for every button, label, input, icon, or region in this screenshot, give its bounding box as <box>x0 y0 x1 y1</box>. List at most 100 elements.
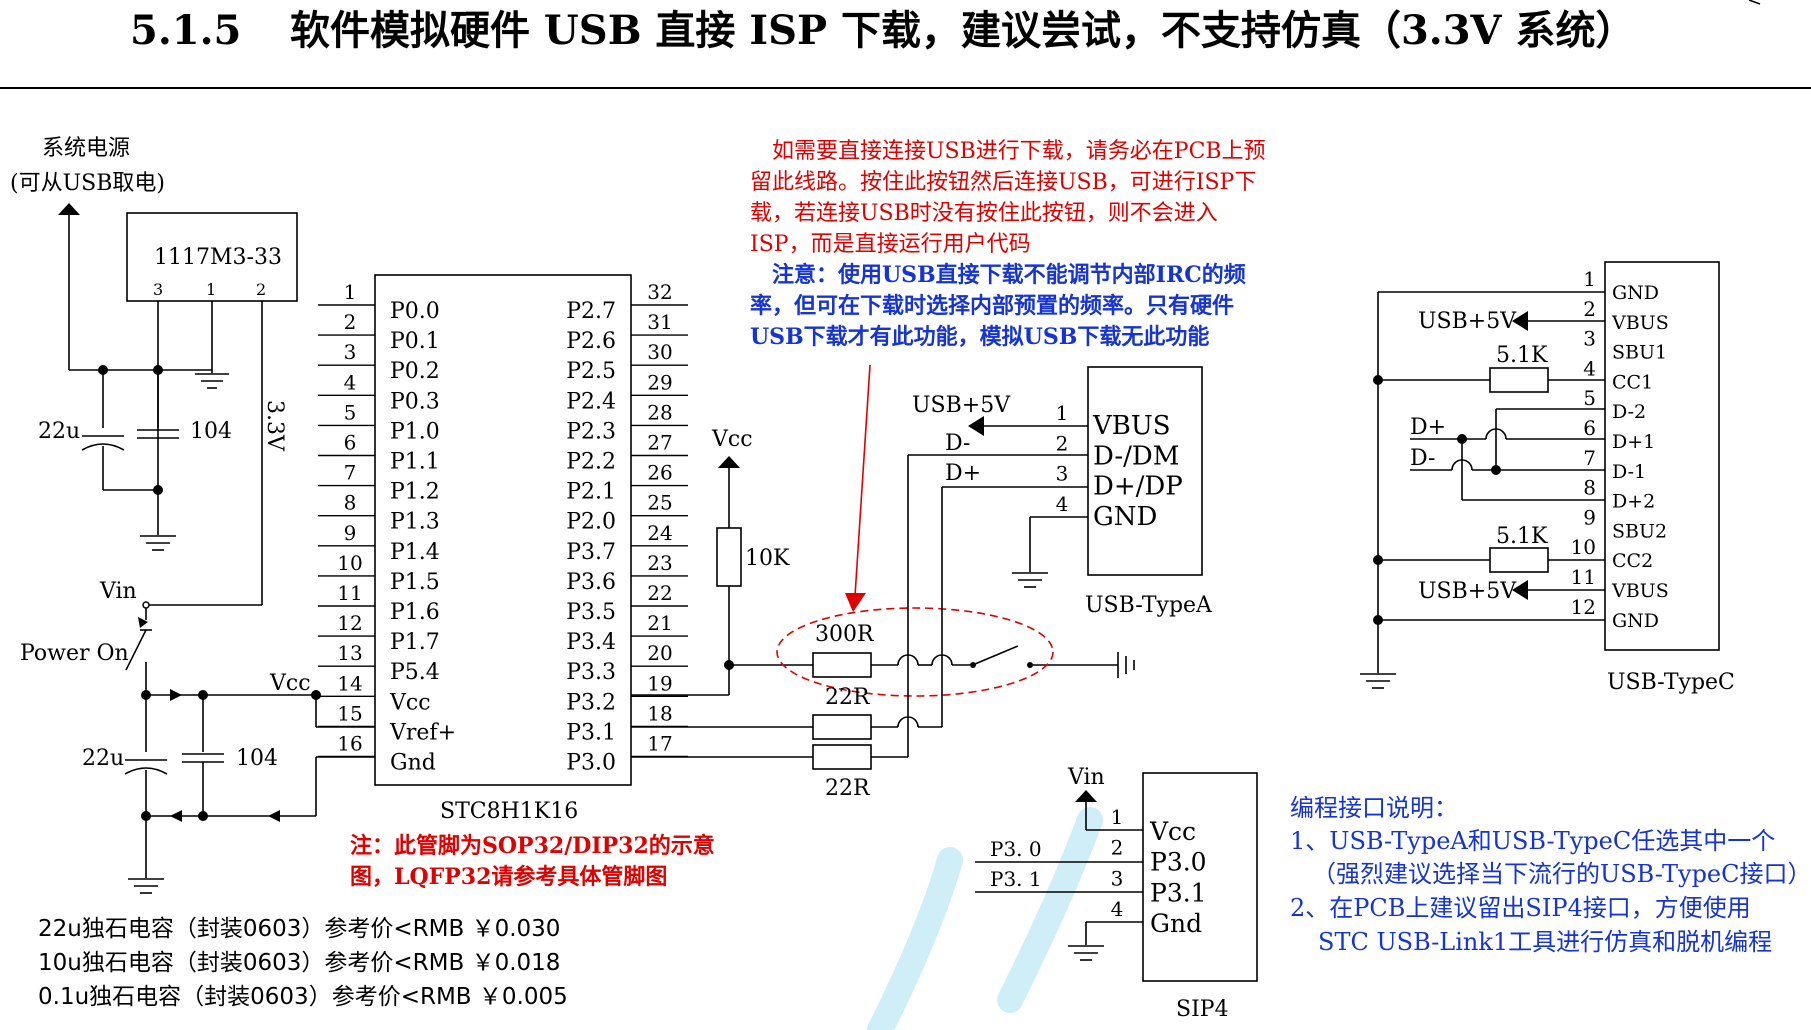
mcu-pin-number: 28 <box>647 400 672 424</box>
mcu-pin-number: 17 <box>647 732 672 756</box>
mcu-pin-number: 22 <box>647 581 672 605</box>
note-arrow-line <box>854 364 871 597</box>
resistor-22r-dm-label: 22R <box>825 685 871 710</box>
usb-typec-body <box>1604 261 1720 651</box>
ground-symbol-icon <box>195 373 229 389</box>
usb-typec-connector: 1GND2VBUS3SBU14CC15D-26D+17D-18D+29SBU21… <box>1360 261 1735 695</box>
cap2-104-label: 104 <box>236 746 278 771</box>
sip4-net-p31: P3. 1 <box>990 867 1042 891</box>
vin-label: Vin <box>99 579 137 604</box>
usba-pin-name: D+/DP <box>1093 472 1183 502</box>
page-title: 5.1.5 软件模拟硬件 USB 直接 ISP 下载，建议尝试，不支持仿真（3.… <box>130 7 1636 54</box>
typec-dm-net: D- <box>1410 446 1435 471</box>
prog-notes-heading: 编程接口说明： <box>1290 794 1458 822</box>
mcu-pin-name: P2.0 <box>566 510 616 535</box>
note-arrow-icon <box>845 593 866 612</box>
usbc-pin-name: SBU1 <box>1612 342 1667 364</box>
price-line-22u: 22u独石电容（封装0603）参考价<RMB ￥0.030 <box>38 916 560 942</box>
mcu-pin-name: P1.3 <box>390 510 440 535</box>
cap2-22u-label: 22u <box>82 746 124 771</box>
usbc-pin-name: CC2 <box>1612 550 1653 572</box>
isp-button-highlight <box>776 607 1054 697</box>
mcu-pin-name: P2.5 <box>566 359 616 384</box>
prog-notes-line-3: 2、在PCB上建议留出SIP4接口，方便使用 <box>1290 894 1751 922</box>
usbc-pin-name: GND <box>1612 282 1659 304</box>
blue-note-line-2: 率，但可在下载时选择内部预置的频率。只有硬件 <box>750 293 1234 319</box>
mcu-pin-name: P2.7 <box>566 299 616 324</box>
regulator-box <box>126 212 298 302</box>
mcu-pin-number: 8 <box>344 491 357 515</box>
usba-pin-name: VBUS <box>1092 411 1171 441</box>
resistor-cc2 <box>1489 547 1549 573</box>
usb-typea-body <box>1087 366 1203 576</box>
reg-pin-1: 1 <box>206 280 216 299</box>
isp-button-icon <box>974 645 1019 665</box>
mcu-pin-name: P2.2 <box>566 450 616 475</box>
mcu-pin-name: P1.5 <box>390 570 440 595</box>
reg-pin-2: 2 <box>256 280 266 299</box>
mcu-pin-number: 9 <box>344 521 357 545</box>
mcu-pin-name: P3.7 <box>566 540 616 565</box>
mcu-pin-name: P3.0 <box>566 751 616 776</box>
power-arrow-icon <box>58 203 80 215</box>
price-line-0u1: 0.1u独石电容（封装0603）参考价<RMB ￥0.005 <box>38 984 568 1010</box>
usba-pin-number: 4 <box>1056 492 1069 516</box>
mcu-pin-number: 26 <box>647 461 672 485</box>
sip4-pin-name: P3.1 <box>1150 878 1207 907</box>
typec-dp-net: D+ <box>1410 415 1446 440</box>
mcu-pin-number: 12 <box>337 611 362 635</box>
mcu-pin-number: 30 <box>647 340 672 364</box>
mcu-pin-number: 6 <box>344 431 357 455</box>
usb-typec-name: USB-TypeC <box>1607 670 1735 695</box>
mcu-body <box>374 274 632 786</box>
usbc-pin-name: D-2 <box>1612 401 1646 423</box>
resistor-22r-dp <box>812 744 872 770</box>
mcu-pin-number: 19 <box>647 671 672 695</box>
sip4-pin-number: 2 <box>1111 836 1124 860</box>
mcu-pin-name: P3.3 <box>566 660 616 685</box>
mcu-pin-name: P0.0 <box>390 299 440 324</box>
mcu-pin-number: 13 <box>337 641 362 665</box>
usba-dm-net: D- <box>945 431 970 456</box>
usbc-pin-name: D-1 <box>1612 461 1646 483</box>
mcu-pin-number: 18 <box>647 701 672 725</box>
mcu-pin-number: 7 <box>344 461 357 485</box>
mcu-pin-number: 11 <box>337 581 362 605</box>
sip4-pin-number: 1 <box>1111 805 1124 829</box>
usba-vbus-net: USB+5V <box>912 393 1011 418</box>
usba-dp-net: D+ <box>945 461 981 486</box>
sip4-vin-arrow-icon <box>1075 790 1097 802</box>
mcu-pin-name: P0.1 <box>390 329 440 354</box>
mcu-pin-name: P3.5 <box>566 600 616 625</box>
usbc-pin-number: 6 <box>1583 416 1596 440</box>
power-label-sub: (可从USB取电) <box>10 171 165 196</box>
cap-104-label: 104 <box>190 419 232 444</box>
ground-symbol-icon <box>1068 945 1104 961</box>
usba-pin-name: GND <box>1093 502 1157 532</box>
usbc-pin-name: D+1 <box>1612 431 1655 453</box>
resistor-300r-label: 300R <box>815 622 875 647</box>
usbc-pin-name: SBU2 <box>1612 520 1667 542</box>
mcu-pin-name: P1.6 <box>390 600 440 625</box>
mcu-pin-number: 32 <box>647 280 672 304</box>
usbc-pin-number: 1 <box>1583 267 1596 291</box>
mcu-pin-number: 31 <box>647 310 672 334</box>
sip4-pin-name: Gnd <box>1150 909 1202 938</box>
mcu-pin-number: 25 <box>647 491 672 515</box>
usbc-pin-name: VBUS <box>1611 312 1669 334</box>
resistor-300r <box>812 652 872 678</box>
cap-22u-label: 22u <box>38 419 80 444</box>
resistor-22r-dp-label: 22R <box>825 776 871 801</box>
usbc-pin-number: 3 <box>1583 327 1596 351</box>
blue-note-line-3: USB下载才有此功能，模拟USB下载无此功能 <box>750 324 1209 350</box>
resistor-cc1 <box>1489 367 1549 393</box>
rail-3v3-label: 3.3V <box>262 400 287 452</box>
mcu-pin-number: 16 <box>337 732 362 756</box>
mcu-pin-name: P3.4 <box>566 630 616 655</box>
mcu-pin-number: 29 <box>647 370 672 394</box>
red-note-line-2: 留此线路。按住此按钮然后连接USB，可进行ISP下 <box>750 170 1256 195</box>
power-switch-icon <box>125 629 147 671</box>
usbc-pin-number: 12 <box>1571 595 1596 619</box>
